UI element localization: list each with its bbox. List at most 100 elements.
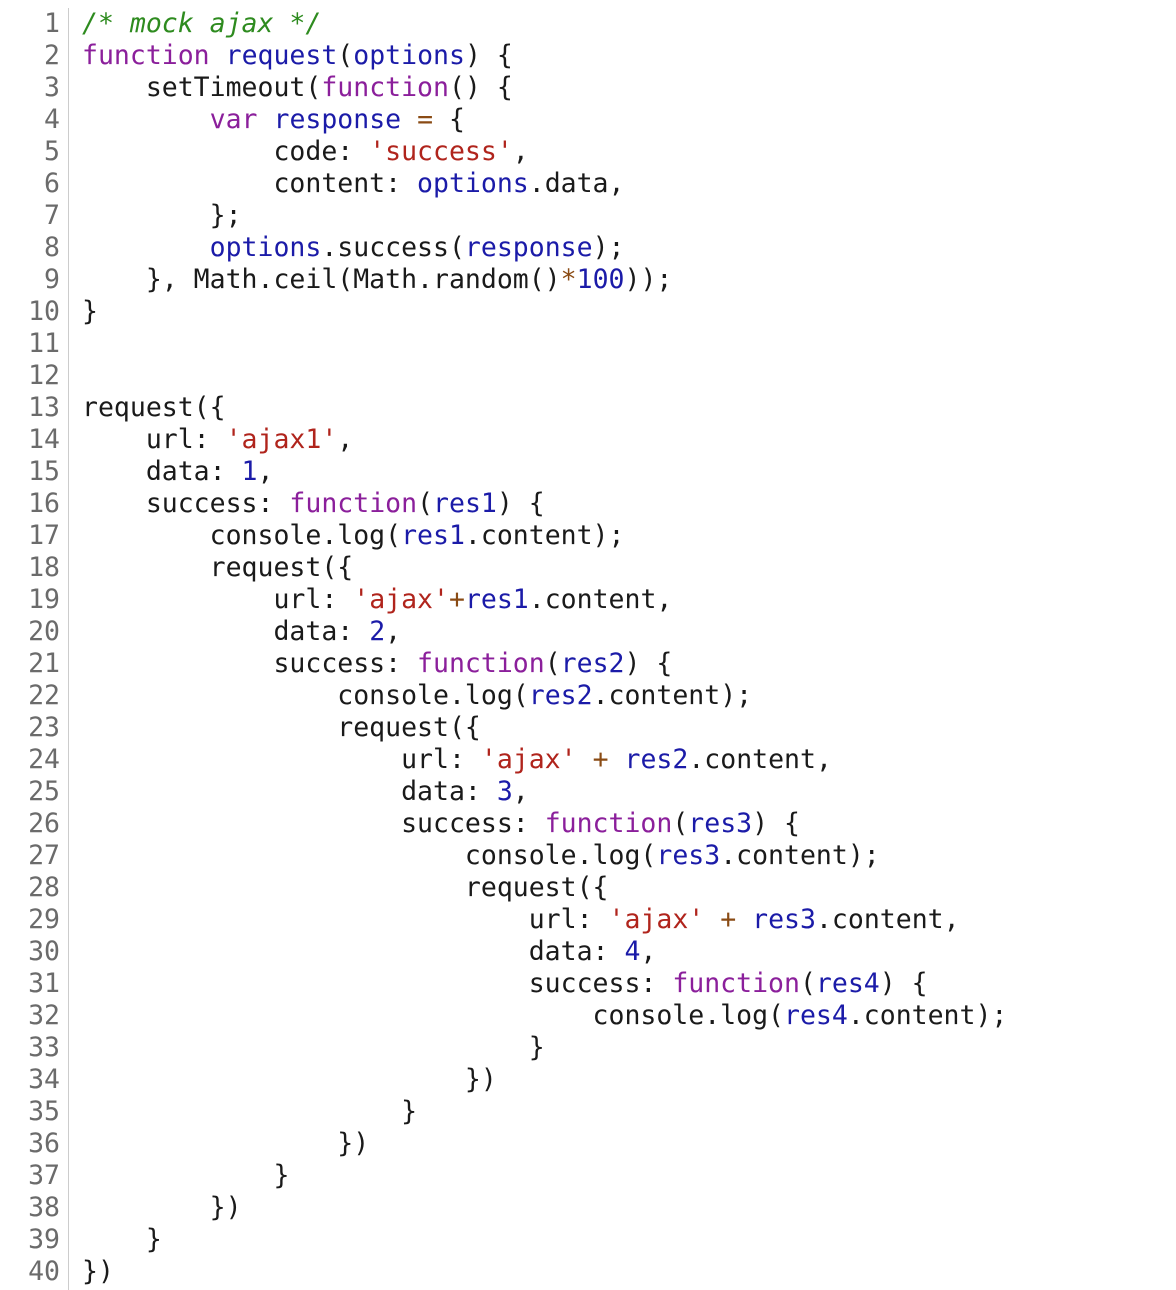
code-line[interactable]: } xyxy=(82,1224,1176,1256)
code-token-plain: , xyxy=(337,424,354,455)
code-token-keyword: function xyxy=(289,488,418,519)
code-token-plain: ( xyxy=(417,488,434,519)
code-line[interactable]: code: 'success', xyxy=(82,136,1176,168)
code-line[interactable]: } xyxy=(82,1096,1176,1128)
line-number: 38 xyxy=(28,1192,60,1223)
code-token-plain: request({ xyxy=(82,552,354,583)
line-number: 37 xyxy=(28,1160,60,1191)
code-line[interactable]: success: function(res4) { xyxy=(82,968,1176,1000)
code-token-plain: .content); xyxy=(847,1000,1008,1031)
code-line[interactable]: options.success(response); xyxy=(82,232,1176,264)
code-token-plain: data: xyxy=(82,936,625,967)
code-token-plain: } xyxy=(82,1096,418,1127)
code-token-plain xyxy=(577,744,593,775)
code-line[interactable]: url: 'ajax' + res2.content, xyxy=(82,744,1176,776)
code-line[interactable]: url: 'ajax'+res1.content, xyxy=(82,584,1176,616)
code-line[interactable]: } xyxy=(82,1032,1176,1064)
code-token-plain xyxy=(736,904,752,935)
code-token-def: response xyxy=(273,104,402,135)
code-line[interactable]: url: 'ajax' + res3.content, xyxy=(82,904,1176,936)
code-line[interactable]: }; xyxy=(82,200,1176,232)
code-token-plain xyxy=(210,40,226,71)
code-token-keyword: function xyxy=(672,968,800,999)
code-token-keyword: var xyxy=(209,104,258,135)
code-line[interactable]: request({ xyxy=(82,392,1176,424)
code-token-plain: , xyxy=(640,936,657,967)
code-line[interactable]: request({ xyxy=(82,712,1176,744)
code-line[interactable]: }) xyxy=(82,1064,1176,1096)
code-token-plain: .content, xyxy=(688,744,832,775)
line-number: 10 xyxy=(28,296,60,327)
code-token-plain: }) xyxy=(82,1192,242,1223)
line-number: 35 xyxy=(28,1096,60,1127)
code-token-plain: .success( xyxy=(321,232,465,263)
code-line[interactable]: var response = { xyxy=(82,104,1176,136)
code-token-variable: res1 xyxy=(464,584,529,615)
code-token-plain: console.log( xyxy=(82,1000,784,1031)
code-line[interactable]: }, Math.ceil(Math.random()*100)); xyxy=(82,264,1176,296)
code-token-operator: + xyxy=(720,904,737,935)
code-line[interactable] xyxy=(82,360,1176,392)
code-token-plain: , xyxy=(257,456,274,487)
code-token-plain: { xyxy=(433,104,465,135)
code-line[interactable]: setTimeout(function() { xyxy=(82,72,1176,104)
line-number: 40 xyxy=(28,1256,60,1287)
line-number: 3 xyxy=(44,72,60,103)
code-token-plain xyxy=(82,104,210,135)
line-number: 36 xyxy=(28,1128,60,1159)
code-line[interactable] xyxy=(82,328,1176,360)
code-line[interactable]: success: function(res3) { xyxy=(82,808,1176,840)
code-line[interactable]: function request(options) { xyxy=(82,40,1176,72)
code-line[interactable]: data: 1, xyxy=(82,456,1176,488)
code-token-keyword: function xyxy=(417,648,545,679)
code-line[interactable]: console.log(res3.content); xyxy=(82,840,1176,872)
code-line[interactable]: url: 'ajax1', xyxy=(82,424,1176,456)
code-token-string: 'ajax' xyxy=(480,744,577,775)
code-line[interactable]: /* mock ajax */ xyxy=(82,8,1176,40)
code-token-plain: success: xyxy=(82,808,545,839)
code-token-plain: ) { xyxy=(752,808,800,839)
code-line[interactable]: console.log(res4.content); xyxy=(82,1000,1176,1032)
code-token-def: options xyxy=(353,40,465,71)
code-token-plain: }) xyxy=(82,1128,370,1159)
code-token-plain xyxy=(704,904,720,935)
code-token-plain: , xyxy=(512,136,529,167)
code-line[interactable]: content: options.data, xyxy=(82,168,1176,200)
code-line[interactable]: success: function(res2) { xyxy=(82,648,1176,680)
code-line[interactable]: } xyxy=(82,296,1176,328)
line-number: 23 xyxy=(28,712,60,743)
code-line[interactable]: } xyxy=(82,1160,1176,1192)
code-token-plain: ( xyxy=(672,808,689,839)
code-token-plain: } xyxy=(82,1032,545,1063)
line-number: 21 xyxy=(28,648,60,679)
code-token-plain xyxy=(258,104,274,135)
code-line[interactable]: console.log(res2.content); xyxy=(82,680,1176,712)
code-line[interactable]: request({ xyxy=(82,552,1176,584)
code-token-plain: } xyxy=(82,296,98,327)
code-token-def: request xyxy=(225,40,338,71)
code-line[interactable]: }) xyxy=(82,1128,1176,1160)
code-line[interactable]: data: 4, xyxy=(82,936,1176,968)
code-token-number: 1 xyxy=(241,456,258,487)
line-number: 6 xyxy=(44,168,60,199)
code-token-plain: ); xyxy=(592,232,625,263)
line-number: 26 xyxy=(28,808,60,839)
code-token-operator: = xyxy=(417,104,434,135)
code-line[interactable]: success: function(res1) { xyxy=(82,488,1176,520)
code-token-keyword: function xyxy=(321,72,449,103)
line-number: 28 xyxy=(28,872,60,903)
code-line[interactable]: data: 3, xyxy=(82,776,1176,808)
code-area[interactable]: /* mock ajax */function request(options)… xyxy=(82,8,1176,1288)
code-token-plain: ) { xyxy=(879,968,928,999)
code-line[interactable]: }) xyxy=(82,1192,1176,1224)
code-token-plain: }, Math.ceil(Math.random() xyxy=(82,264,561,295)
code-line[interactable]: console.log(res1.content); xyxy=(82,520,1176,552)
code-line[interactable]: }) xyxy=(82,1256,1176,1288)
code-token-string: 'ajax' xyxy=(608,904,705,935)
code-line[interactable]: data: 2, xyxy=(82,616,1176,648)
line-number: 15 xyxy=(28,456,60,487)
code-token-plain: }; xyxy=(82,200,242,231)
code-line[interactable]: request({ xyxy=(82,872,1176,904)
